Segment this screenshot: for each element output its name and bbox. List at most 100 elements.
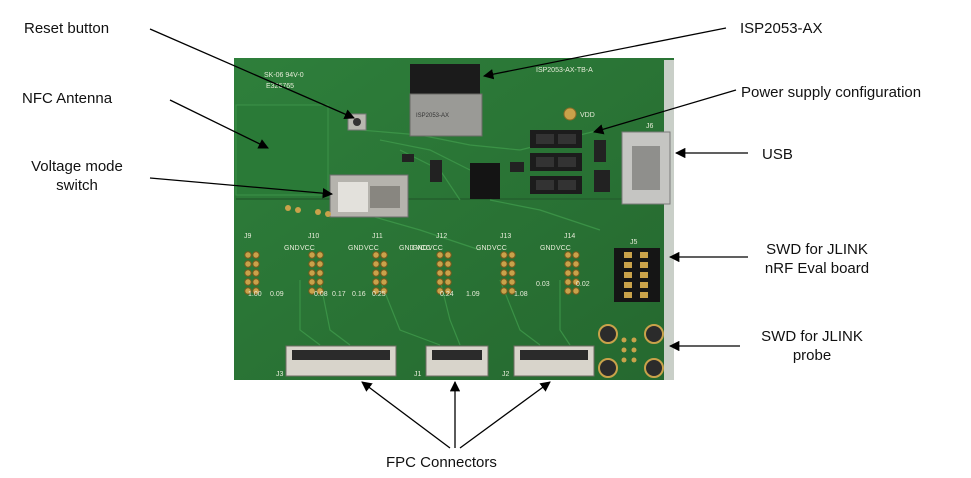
header-vcc-label: VCC xyxy=(300,245,315,252)
probe-pin xyxy=(631,337,637,343)
ic-chip xyxy=(470,163,500,199)
header-pin xyxy=(444,269,452,277)
j5-pin xyxy=(624,292,632,298)
j5-pin xyxy=(624,252,632,258)
header-pin xyxy=(380,269,388,277)
fpc-connector-j3: J3 xyxy=(276,345,397,378)
header-gnd-label: GND xyxy=(284,245,300,252)
header-pin xyxy=(372,278,380,286)
fpc-connector-j1: J1 xyxy=(414,345,489,378)
header-pin xyxy=(508,278,516,286)
header-pin xyxy=(572,278,580,286)
header-gnd-label: GND xyxy=(412,245,428,252)
isp-module: ISP2053-AX xyxy=(409,64,483,137)
cert-silk-2: E326765 xyxy=(266,83,294,90)
label-voltage-line2: switch xyxy=(56,177,98,194)
header-pin xyxy=(564,269,572,277)
probe-pin xyxy=(631,357,637,363)
label-isp-module: ISP2053-AX xyxy=(740,20,823,37)
label-swd-probe: SWD for JLINK probe xyxy=(746,327,878,365)
header-value-label: 0.08 xyxy=(314,291,328,298)
arrow-power xyxy=(593,89,737,135)
header-pin xyxy=(244,260,252,268)
svg-text:VDD: VDD xyxy=(580,112,595,119)
label-reset-button: Reset button xyxy=(24,20,110,37)
label-fpc-connectors: FPC Connectors xyxy=(386,454,497,471)
header-pin xyxy=(380,278,388,286)
header-pin xyxy=(500,251,508,259)
header-pin xyxy=(316,251,324,259)
header-pin xyxy=(564,287,572,295)
j5-pin xyxy=(640,262,648,268)
header-pin xyxy=(308,278,316,286)
header-j10-silk: J10 xyxy=(308,233,319,240)
header-pin xyxy=(564,278,572,286)
header-pin xyxy=(444,251,452,259)
header-pin xyxy=(308,269,316,277)
header-pin xyxy=(244,251,252,259)
header-pin xyxy=(508,260,516,268)
header-pin xyxy=(380,287,388,295)
header-j12-silk: J12 xyxy=(436,233,447,240)
header-j11-silk: J11 xyxy=(372,233,383,240)
j5-pin xyxy=(640,282,648,288)
header-pin xyxy=(572,260,580,268)
voltage-switch-part xyxy=(329,174,409,218)
header-pin xyxy=(308,287,316,295)
header-pin xyxy=(372,287,380,295)
header-pin xyxy=(244,269,252,277)
header-pin xyxy=(380,260,388,268)
probe-pin xyxy=(621,347,627,353)
header-pin xyxy=(252,278,260,286)
probe-pin xyxy=(621,357,627,363)
header-pin xyxy=(252,260,260,268)
header-value-label: 1.00 xyxy=(248,291,262,298)
header-pin xyxy=(500,278,508,286)
fpc-connector-j2: J2 xyxy=(502,345,595,378)
label-usb: USB xyxy=(762,146,793,163)
swd-header-j5: J5 xyxy=(614,239,660,302)
fpc-j3-silk: J3 xyxy=(276,371,284,378)
header-pin xyxy=(244,287,252,295)
header-value-label: 0.24 xyxy=(440,291,454,298)
header-pin xyxy=(252,269,260,277)
j5-pin xyxy=(640,292,648,298)
header-pin xyxy=(500,269,508,277)
header-pin xyxy=(436,269,444,277)
label-swd-eval-line2: nRF Eval board xyxy=(764,260,870,277)
header-value-label: 0.25 xyxy=(372,291,386,298)
header-pin xyxy=(572,269,580,277)
j5-pin xyxy=(624,262,632,268)
header-pin xyxy=(508,287,516,295)
power-config-header xyxy=(530,130,582,194)
j5-silk: J5 xyxy=(630,239,638,246)
header-gnd-label: GND xyxy=(348,245,364,252)
header-gnd-label: GND xyxy=(399,245,415,252)
module-marking: ISP2053-AX xyxy=(416,113,449,119)
header-pin xyxy=(444,260,452,268)
header-vcc-label: VCC xyxy=(416,245,431,252)
callout-arrows xyxy=(149,27,748,449)
header-value-label: 0.02 xyxy=(576,281,590,288)
label-voltage-mode-switch: Voltage mode switch xyxy=(22,157,132,195)
header-gnd-label: GND xyxy=(476,245,492,252)
header-pin xyxy=(500,260,508,268)
header-pin xyxy=(444,287,452,295)
header-pin xyxy=(564,260,572,268)
header-pin xyxy=(436,278,444,286)
usb-silk: J6 xyxy=(646,123,654,130)
arrow-voltage-switch xyxy=(149,177,334,199)
header-pin xyxy=(572,251,580,259)
j5-pin xyxy=(640,272,648,278)
label-power-supply-config: Power supply configuration xyxy=(741,84,922,101)
arrow-fpc-3 xyxy=(459,381,551,449)
label-swd-eval-line1: SWD for JLINK xyxy=(766,241,868,258)
label-swd-probe-line1: SWD for JLINK xyxy=(761,328,863,345)
fpc-j1-silk: J1 xyxy=(414,371,422,378)
label-swd-probe-line2: probe xyxy=(792,347,832,364)
cert-silk-1: SK-06 94V-0 xyxy=(264,72,304,79)
header-pin xyxy=(252,251,260,259)
header-pin xyxy=(444,278,452,286)
header-value-label: 1.08 xyxy=(514,291,528,298)
